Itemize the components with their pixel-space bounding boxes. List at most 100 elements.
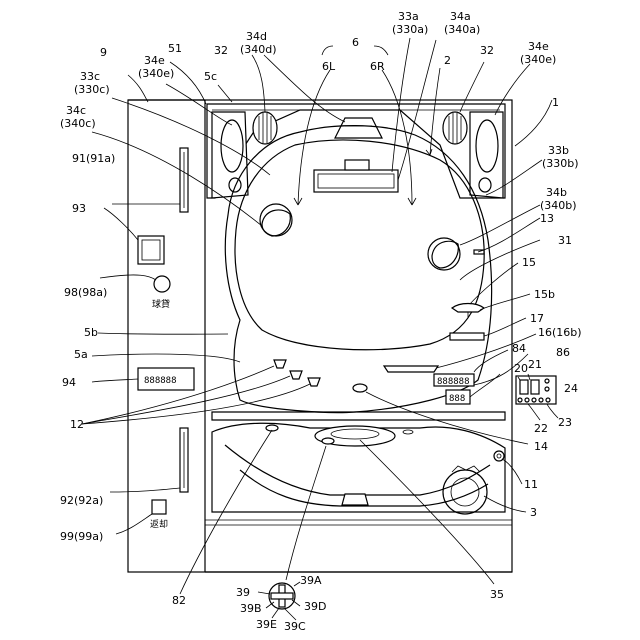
ref-39: 39 (236, 586, 250, 599)
ref-16: 16(16b) (538, 326, 582, 339)
control-switch-21 (520, 380, 528, 394)
right-ornament-34b (432, 241, 458, 268)
ref-340a: (340a) (444, 23, 480, 36)
ref-33c: 33c (80, 70, 100, 83)
control-led (545, 387, 549, 391)
ref-39E: 39E (256, 618, 277, 631)
balance-display-digits: 888888 (144, 376, 177, 386)
pocket-12a (274, 360, 286, 368)
pocket-12b (290, 371, 302, 379)
right-speaker-32 (443, 112, 467, 144)
lower-handle (342, 494, 368, 505)
ref-22: 22 (534, 422, 548, 435)
control-led (518, 398, 522, 402)
attacker-16 (384, 366, 438, 372)
ref-17: 17 (530, 312, 544, 325)
start-chucker-15 (452, 304, 484, 313)
ref-1: 1 (552, 96, 559, 109)
launch-handle-grip (452, 466, 480, 472)
ref-82: 82 (172, 594, 186, 607)
display-84-digits: 888888 (437, 377, 470, 387)
ref-33a: 33a (398, 10, 419, 23)
top-ornament-34d (335, 118, 382, 138)
ref-23: 23 (558, 416, 572, 429)
ref-340b: (340b) (540, 199, 577, 212)
ref-3: 3 (530, 506, 537, 519)
center-window-33a (314, 170, 398, 192)
right-lamp-34e (476, 120, 498, 172)
ref-35: 35 (490, 588, 504, 601)
ref-34d: 34d (246, 30, 267, 43)
gate-17 (450, 333, 484, 340)
tray-knob (322, 438, 334, 444)
left-speaker-32 (253, 112, 277, 144)
control-led (539, 398, 543, 402)
ref-32-left: 32 (214, 44, 228, 57)
ref-2: 2 (444, 54, 451, 67)
ref-12: 12 (70, 418, 84, 431)
launch-handle-3 (443, 470, 487, 514)
ref-6: 6 (352, 36, 359, 49)
control-led (532, 398, 536, 402)
out-hole-14 (353, 384, 367, 392)
tray-right-knob (403, 430, 413, 434)
ref-330c: (330c) (74, 83, 110, 96)
ref-98: 98(98a) (64, 286, 107, 299)
control-led (525, 398, 529, 402)
ref-34a: 34a (450, 10, 471, 23)
ref-340d: (340d) (240, 43, 277, 56)
ref-84: 84 (512, 342, 526, 355)
ref-9: 9 (100, 46, 107, 59)
ref-34e-right: 34e (528, 40, 549, 53)
ref-20: 20 (514, 362, 528, 375)
ref-39D: 39D (304, 600, 326, 613)
ref-31: 31 (558, 234, 572, 247)
ref-34e-left: 34e (144, 54, 165, 67)
control-led (546, 398, 550, 402)
ref-21: 21 (528, 358, 542, 371)
ref-11: 11 (524, 478, 538, 491)
ref-15b: 15b (534, 288, 555, 301)
pocket-12c (308, 378, 320, 386)
ref-13: 13 (540, 212, 554, 225)
ref-93: 93 (72, 202, 86, 215)
ref-39A: 39A (300, 574, 322, 587)
ref-340e-right: (340e) (520, 53, 556, 66)
return-button-99 (152, 500, 166, 514)
ref-51: 51 (168, 42, 182, 55)
lend-button-98 (154, 276, 170, 292)
left-lamp-small (229, 178, 241, 192)
control-led (545, 379, 549, 383)
ref-39B: 39B (240, 602, 262, 615)
ref-5b: 5b (84, 326, 98, 339)
right-lamp-small (479, 178, 491, 192)
ref-32-right: 32 (480, 44, 494, 57)
ref-24: 24 (564, 382, 578, 395)
ref-34b: 34b (546, 186, 567, 199)
cross-key-horizontal (271, 593, 293, 599)
ref-330b: (330b) (542, 157, 579, 170)
left-lamp-34e (221, 120, 243, 172)
board-ledge (212, 412, 505, 420)
lend-button-text: 球貸 (152, 298, 170, 310)
ref-91: 91(91a) (72, 152, 115, 165)
ref-34c: 34c (66, 104, 86, 117)
ref-5c: 5c (204, 70, 217, 83)
ref-15: 15 (522, 256, 536, 269)
display-86-digits: 888 (449, 394, 465, 404)
ref-92: 92(92a) (60, 494, 103, 507)
ref-330a: (330a) (392, 23, 428, 36)
ref-94: 94 (62, 376, 76, 389)
launch-handle-inner (451, 478, 479, 506)
center-window-cap (345, 160, 369, 170)
return-button-text: 返却 (150, 518, 168, 530)
ref-33b: 33b (548, 144, 569, 157)
ref-6R: 6R (370, 60, 385, 73)
ref-99: 99(99a) (60, 530, 103, 543)
ref-86: 86 (556, 346, 570, 359)
ref-5a: 5a (74, 348, 88, 361)
ref-340c: (340c) (60, 117, 96, 130)
control-switch-21b (531, 380, 539, 394)
